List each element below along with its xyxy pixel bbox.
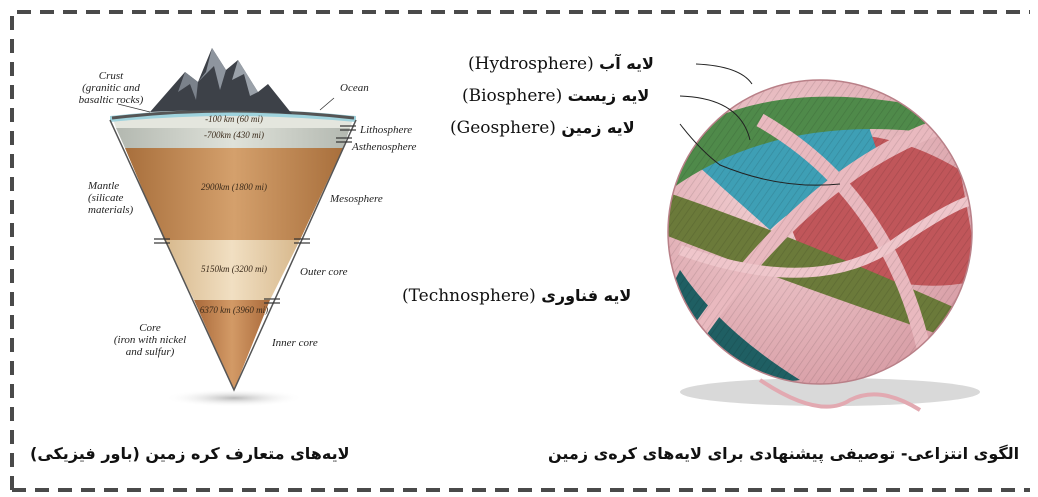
mantle-label: Mantle (silicate materials) [88,180,133,216]
ocean-label: Ocean [340,82,369,94]
depth-label-3: 2900km (1800 mi) [164,182,304,192]
mesosphere-band [125,148,343,240]
depth-label-1: -100 km (60 mi) [164,114,304,124]
mesosphere-label: Mesosphere [330,193,383,205]
mountain-illustration [150,48,292,114]
crust-label: Crust (granitic and basaltic rocks) [66,70,156,106]
core-label: Core (iron with nickel and sulfur) [100,322,200,358]
left-caption: لایه‌های متعارف کره زمین (باور فیزیکی) [30,444,350,463]
depth-label-4: 5150km (3200 mi) [164,264,304,274]
hydrosphere-label: (Hydrosphere) لایه آب [468,54,654,74]
earth-layers-diagram [0,0,520,440]
right-caption: الگوی انتزاعی- توصیفی پیشنهادی برای لایه… [548,444,1019,463]
depth-label-2: -700km (430 mi) [164,130,304,140]
technosphere-label: (Technosphere) لایه فناوری [402,286,631,306]
asthenosphere-label: Asthenosphere [352,141,416,153]
inner-core-label: Inner core [272,337,318,349]
geosphere-label: (Geosphere) لایه زمین [450,118,635,138]
biosphere-label: (Biosphere) لایه زیست [462,86,649,106]
depth-label-5: 6370 km (3960 mi) [164,305,304,315]
lithosphere-label: Lithosphere [360,124,412,136]
outer-core-label: Outer core [300,266,348,278]
yarn-ball-illustration [600,40,1030,440]
